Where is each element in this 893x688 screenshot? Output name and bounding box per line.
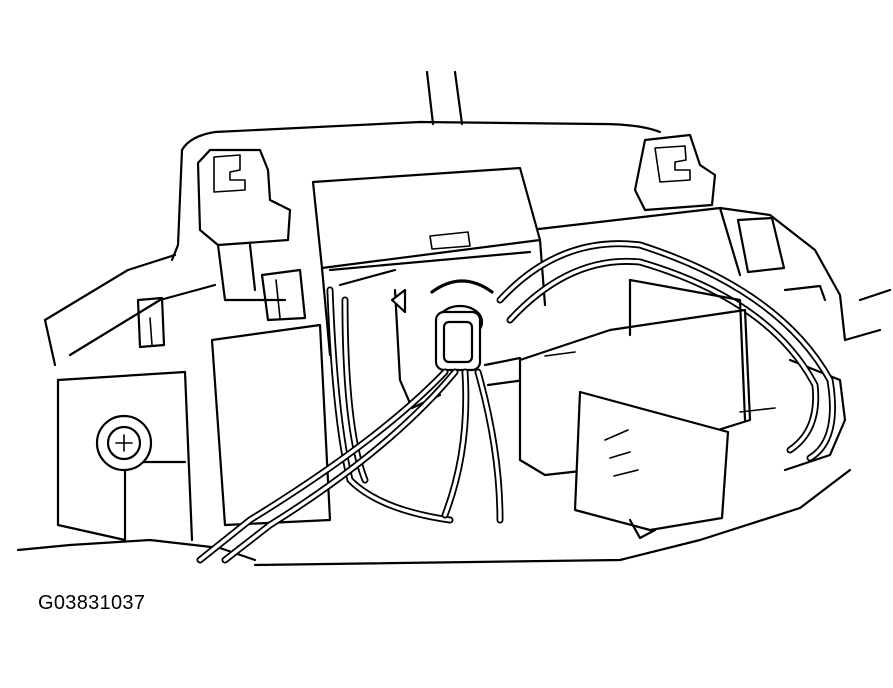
left-clip — [196, 148, 307, 322]
lower-left-panel — [136, 296, 332, 527]
bulb-socket — [390, 279, 494, 410]
control-module — [311, 166, 547, 357]
figure-code: G03831037 — [38, 592, 146, 614]
screw — [95, 414, 153, 472]
right-clip — [633, 133, 717, 212]
shaft — [425, 70, 464, 126]
harness-connector — [518, 278, 776, 540]
